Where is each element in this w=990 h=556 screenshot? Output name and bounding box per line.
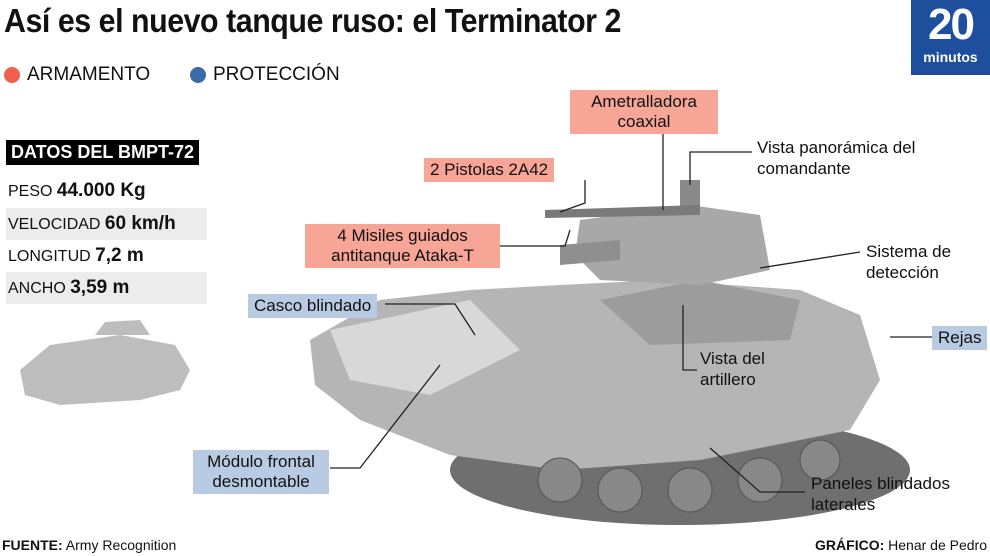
label-casco: Casco blindado <box>248 294 378 318</box>
label-rejas: Rejas <box>932 326 988 350</box>
blue-dot-icon <box>190 67 206 83</box>
small-tank-silhouette <box>20 320 190 405</box>
label-ametralladora: Ametralladora coaxial <box>570 90 718 134</box>
stats-title: DATOS DEL BMPT-72 <box>6 140 200 165</box>
stat-velocidad: VELOCIDAD 60 km/h <box>6 208 207 240</box>
red-dot-icon <box>4 67 20 83</box>
legend-armamento: ARMAMENTO <box>4 64 150 86</box>
tank-body <box>310 180 910 525</box>
label-modulo: Módulo frontal desmontable <box>193 450 329 494</box>
label-vista-comandante: Vista panorámica del comandante <box>757 138 916 178</box>
label-misiles: 4 Misiles guiados antitanque Ataka-T <box>305 224 500 268</box>
page-title: Así es el nuevo tanque ruso: el Terminat… <box>4 2 621 39</box>
label-paneles: Paneles blindados laterales <box>811 474 950 514</box>
stat-peso: PESO 44.000 Kg <box>8 180 146 201</box>
stat-ancho: ANCHO 3,59 m <box>6 272 207 304</box>
legend-proteccion: PROTECCIÓN <box>190 64 340 86</box>
footer-credit: GRÁFICO: Henar de Pedro <box>815 537 987 553</box>
label-sistema: Sistema de detección <box>866 242 952 282</box>
label-pistolas: 2 Pistolas 2A42 <box>424 158 555 182</box>
leader-lines <box>330 134 933 493</box>
stat-longitud: LONGITUD 7,2 m <box>8 245 144 266</box>
label-vista-artillero: Vista del artillero <box>700 349 765 389</box>
footer-source: FUENTE: Army Recognition <box>2 537 177 553</box>
